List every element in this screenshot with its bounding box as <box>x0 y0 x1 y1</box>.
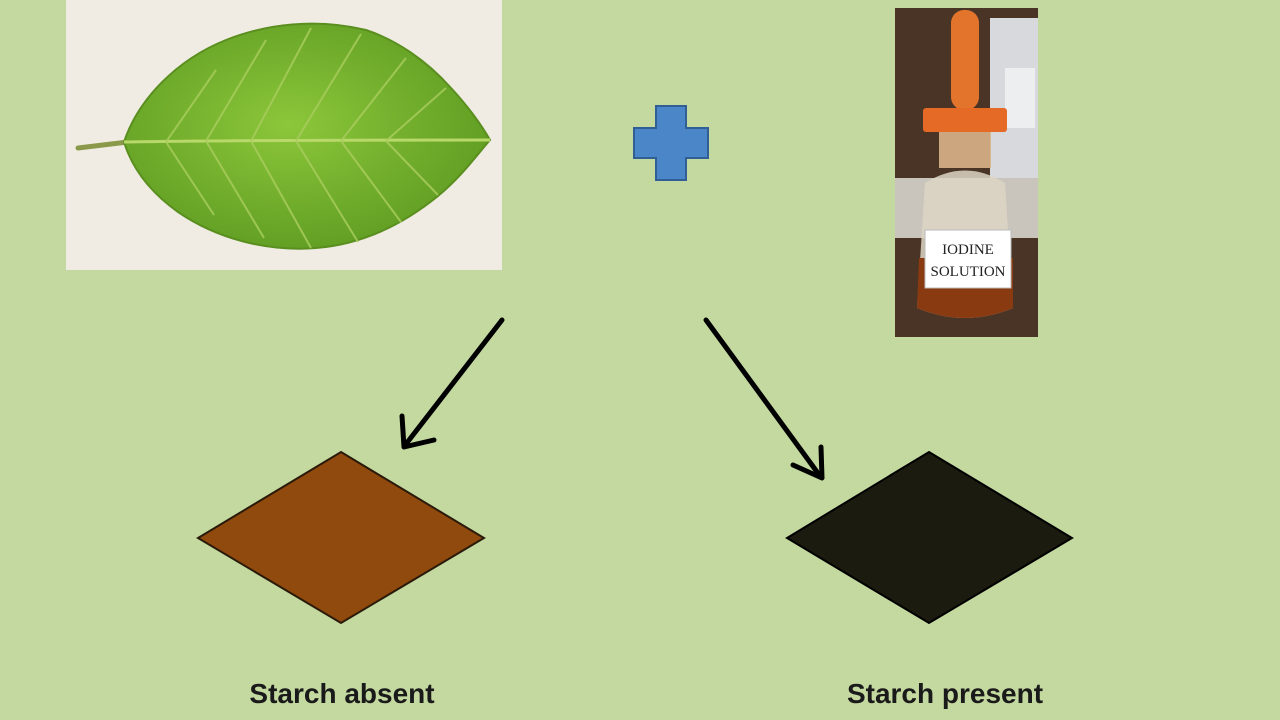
leaf-illustration <box>75 22 492 250</box>
bottle-label-line1: IODINE <box>942 242 994 258</box>
plus-icon <box>633 105 709 181</box>
starch-absent-label: Starch absent <box>249 678 435 709</box>
starch-present-label: Starch present <box>846 678 1044 709</box>
arrow-to-present <box>703 317 825 481</box>
bottle-illustration: IODINE SOLUTION <box>895 8 1038 337</box>
leaf-photo <box>66 0 502 270</box>
bottle-label-line2: SOLUTION <box>931 264 1006 280</box>
arrow-to-absent <box>399 317 505 450</box>
starch-absent-diamond <box>196 450 486 625</box>
iodine-bottle-photo: IODINE SOLUTION <box>895 8 1038 337</box>
starch-present-diamond <box>785 450 1074 625</box>
